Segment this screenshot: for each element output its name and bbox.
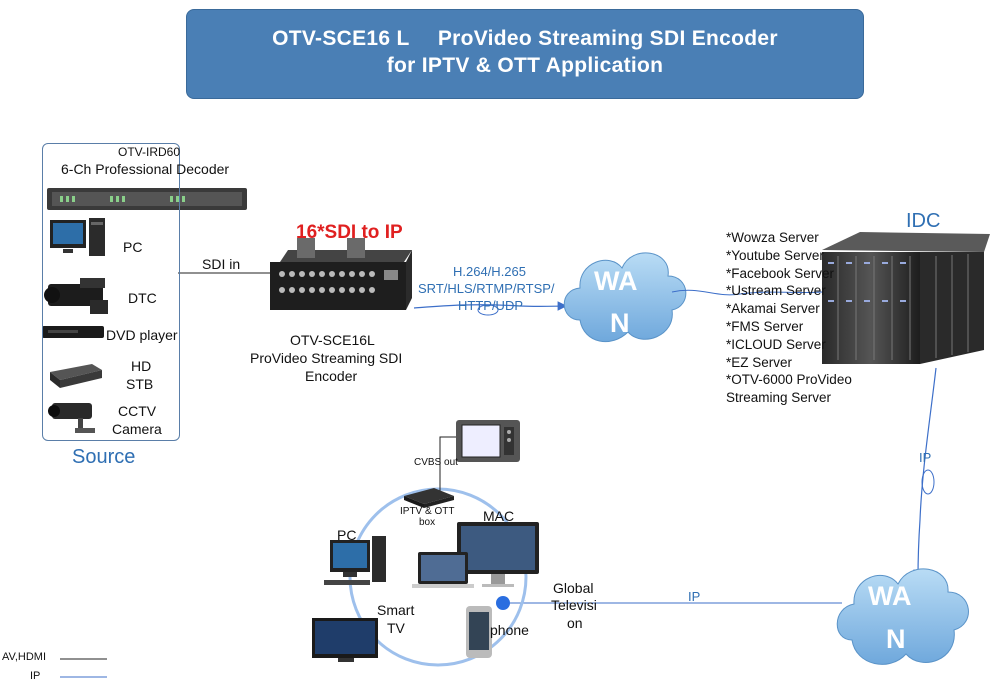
pc-client-device xyxy=(324,536,386,585)
encoder-wan-ip-line xyxy=(413,301,568,311)
encoder-name-line1: OTV-SCE16L xyxy=(290,332,375,348)
server-item: *Ustream Server xyxy=(726,283,826,299)
wan-cloud-bottom xyxy=(836,568,969,665)
server-item: *Youtube Server xyxy=(726,247,824,263)
source-stb-label: STB xyxy=(126,376,154,392)
protocols-line2: SRT/HLS/RTMP/RTSP/ xyxy=(418,281,555,296)
old-tv-device xyxy=(456,420,520,462)
iptv-box-device xyxy=(404,488,454,508)
idc-wan-ip-line xyxy=(913,367,937,580)
cctv-device xyxy=(48,403,95,433)
wan-bottom-text-1: WA xyxy=(868,581,912,611)
idc-rack xyxy=(822,232,990,364)
smart-tv-label-2: TV xyxy=(387,620,405,636)
source-dtc-label: DTC xyxy=(128,290,157,306)
global-tv-node xyxy=(496,596,510,610)
source-dvd-label: DVD player xyxy=(106,327,178,343)
wan-top-text-2: N xyxy=(610,308,630,338)
server-item: *Akamai Server xyxy=(726,301,820,317)
wan-idc-ip-line xyxy=(671,289,823,296)
server-item: *ICLOUD Server xyxy=(726,336,826,352)
protocols-line3: HTTP/UDP xyxy=(458,298,523,313)
global-tv-label-1: Global xyxy=(553,580,594,596)
phone-label: phone xyxy=(490,622,529,638)
encoder-device xyxy=(270,238,412,310)
server-item: Streaming Server xyxy=(726,390,832,406)
phone-device xyxy=(466,606,492,658)
title-model-suffix: L xyxy=(396,27,410,50)
title-line-2: for IPTV & OTT Application xyxy=(386,54,664,77)
mac-device xyxy=(412,522,539,588)
ip-vertical-label: IP xyxy=(919,450,932,465)
sdi-in-label: SDI in xyxy=(202,256,241,272)
source-cctv-label: CCTV xyxy=(118,403,157,419)
title-product: ProVideo Streaming SDI Encoder xyxy=(437,27,778,50)
decoder-device xyxy=(47,188,247,210)
source-pc-label: PC xyxy=(123,239,143,255)
wan-bottom-text-2: N xyxy=(886,624,906,654)
title-model: OTV-SCE16 xyxy=(272,27,391,50)
source-camera-label: Camera xyxy=(112,421,162,437)
decoder-model: OTV-IRD60 xyxy=(118,145,181,159)
encoder-name-line2: ProVideo Streaming SDI xyxy=(250,350,403,366)
source-hd-label: HD xyxy=(131,358,152,374)
wan-cloud-top xyxy=(563,252,687,342)
title-line-1: OTV-SCE16 L ProVideo Streaming SDI Encod… xyxy=(187,27,863,51)
hd-stb-device xyxy=(50,364,102,388)
smart-tv-label-1: Smart xyxy=(377,602,415,618)
title-banner: OTV-SCE16 L ProVideo Streaming SDI Encod… xyxy=(186,9,864,99)
idc-label: IDC xyxy=(906,210,941,232)
dtc-device xyxy=(44,278,108,314)
decoder-name: 6-Ch Professional Decoder xyxy=(61,161,230,177)
server-item: *EZ Server xyxy=(726,354,793,370)
smart-tv-device xyxy=(312,618,378,662)
pc-source-device xyxy=(50,218,105,256)
server-item: *FMS Server xyxy=(726,318,804,334)
cvbs-out-label: CVBS out xyxy=(414,457,458,468)
source-group xyxy=(42,143,180,441)
dvd-player-device xyxy=(42,326,104,338)
legend-ip-label: IP xyxy=(30,670,41,682)
encoder-headline: 16*SDI to IP xyxy=(296,222,403,243)
mac-label: MAC xyxy=(483,508,515,524)
server-item: *Wowza Server xyxy=(726,230,819,245)
pc-client-label: PC xyxy=(337,527,357,543)
iptv-box-label-2: box xyxy=(419,517,436,528)
protocols-line1: H.264/H.265 xyxy=(453,264,526,279)
legend-av-label: AV,HDMI xyxy=(2,651,47,663)
iptv-box-label-1: IPTV & OTT xyxy=(400,506,455,517)
server-list: *Wowza Server *Youtube Server *Facebook … xyxy=(726,229,886,407)
wan-top-text-1: WA xyxy=(594,266,638,296)
server-item: *Facebook Server xyxy=(726,265,835,281)
server-item: *OTV-6000 ProVideo xyxy=(726,372,852,388)
source-title: Source xyxy=(72,446,136,468)
ip-horizontal-label: IP xyxy=(688,589,701,604)
encoder-name-line3: Encoder xyxy=(305,368,358,384)
global-tv-label-2: Televisi xyxy=(551,597,597,613)
global-tv-label-3: on xyxy=(567,615,583,631)
